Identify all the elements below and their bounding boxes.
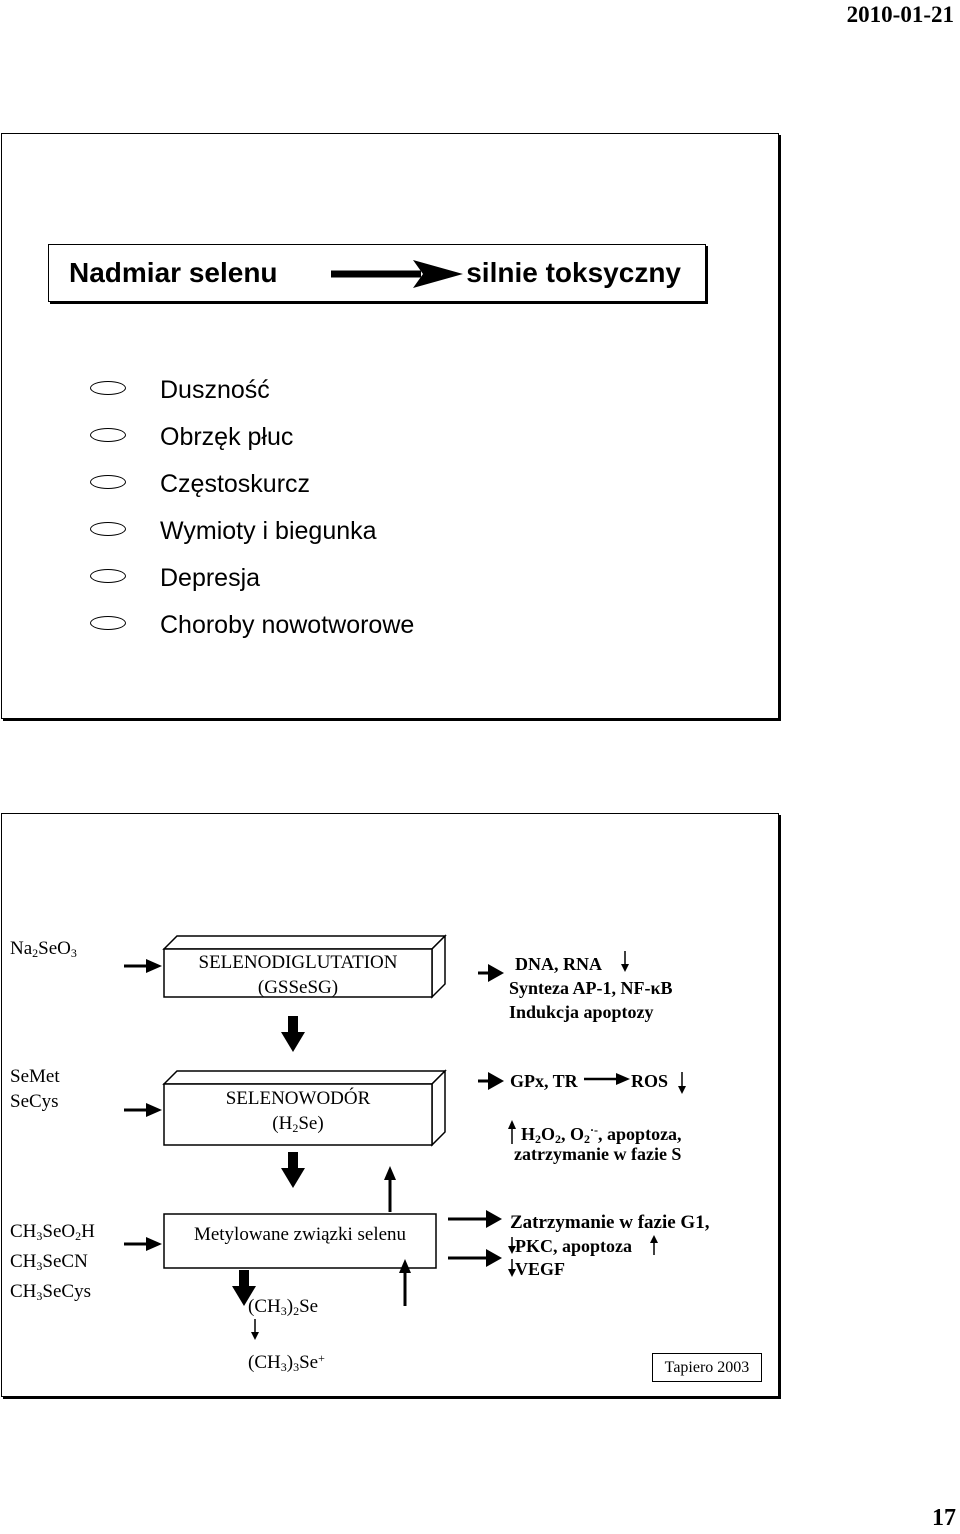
compound-trimethylselenonium: (CH3)3Se+ [248, 1351, 325, 1374]
list-item: Depresja [90, 555, 414, 602]
list-item: Obrzęk płuc [90, 414, 414, 461]
effect-pkc-apoptosis: PKC, apoptoza [515, 1236, 632, 1256]
down-arrow-icon [232, 1270, 256, 1306]
effect-gpx-tr: GPx, TR [510, 1071, 578, 1091]
down-arrow-icon [508, 1259, 516, 1277]
effect-s-phase-arrest: zatrzymanie w fazie S [514, 1144, 682, 1164]
up-arrow-icon [508, 1120, 516, 1144]
down-arrow-icon [621, 951, 629, 972]
effect-dna-rna: DNA, RNA [515, 954, 602, 974]
effect-apoptosis-induction: Indukcja apoptozy [509, 1002, 654, 1022]
effect-vegf: VEGF [515, 1259, 566, 1279]
box-methylated-compounds [163, 1213, 437, 1269]
list-item: Duszność [90, 367, 414, 414]
page-number: 17 [932, 1505, 956, 1531]
down-arrow-icon [508, 1237, 516, 1254]
right-arrow-icon [124, 959, 162, 973]
right-arrow-icon [478, 1072, 504, 1090]
box-selenowodor-label: SELENOWODÓR (H2Se) [225, 1088, 371, 1135]
up-arrow-icon [384, 1166, 396, 1212]
box-selenodiglutation-label: SELENODIGLUTATION (GSSeSG) [198, 952, 398, 998]
bullet-icon [90, 474, 126, 489]
compound-na2seo3: Na2SeO3 [10, 938, 77, 960]
down-arrow-icon [281, 1016, 305, 1052]
box-selenowodor-3d [162, 1069, 447, 1147]
box-selenodiglutation-3d [162, 934, 447, 999]
slide-title-box: Nadmiar selenu silnie toksyczny [48, 244, 706, 302]
compound-methyl-list: CH3SeO2H CH3SeCN CH3SeCys [10, 1221, 95, 1303]
bullet-icon [90, 427, 126, 442]
list-item: Choroby nowotworowe [90, 602, 414, 649]
compound-semet-secys: SeMet SeCys [10, 1066, 60, 1112]
bullet-icon [90, 568, 126, 583]
up-arrow-icon [650, 1235, 658, 1255]
slide-selenium-excess: Nadmiar selenu silnie toksyczny Duszność… [1, 133, 779, 719]
bullet-icon [90, 615, 126, 630]
document-date: 2010-01-21 [846, 2, 954, 27]
effect-synthesis-ap1: Synteza AP-1, NF-κB [509, 978, 673, 998]
right-arrow-icon [478, 964, 504, 982]
down-arrow-icon [251, 1319, 259, 1340]
box-methylated-label: Metylowane związki selenu [193, 1224, 407, 1245]
effect-ros: ROS [631, 1071, 669, 1091]
right-arrow-icon [331, 260, 463, 288]
list-item: Wymioty i biegunka [90, 508, 414, 555]
right-arrow-icon [124, 1237, 162, 1251]
right-arrow-icon [448, 1249, 502, 1267]
right-arrow-icon [584, 1073, 630, 1085]
list-item: Częstoskurcz [90, 461, 414, 508]
down-arrow-icon [678, 1072, 686, 1094]
bullet-icon [90, 521, 126, 536]
down-arrow-icon [281, 1152, 305, 1188]
bullet-icon [90, 380, 126, 395]
diagram-shapes [124, 934, 686, 1340]
effect-h2o2-apoptosis: H2O2, O2·-, apoptoza, [521, 1123, 682, 1146]
citation-box: Tapiero 2003 [652, 1353, 762, 1382]
effect-g1-arrest: Zatrzymanie w fazie G1, [510, 1212, 710, 1233]
compound-dimethylselenide: (CH3)2Se [248, 1296, 319, 1318]
right-arrow-icon [448, 1210, 502, 1228]
up-arrow-icon [399, 1259, 411, 1306]
symptom-list: Duszność Obrzęk płuc Częstoskurcz Wymiot… [90, 367, 414, 649]
slide-title-left: Nadmiar selenu [69, 257, 278, 288]
slide-selenium-metabolism: Na2SeO3 SeMet SeCys CH3SeO2H CH3SeCN CH3… [1, 813, 779, 1397]
right-arrow-icon [124, 1103, 162, 1117]
slide-title-right: silnie toksyczny [466, 257, 681, 288]
